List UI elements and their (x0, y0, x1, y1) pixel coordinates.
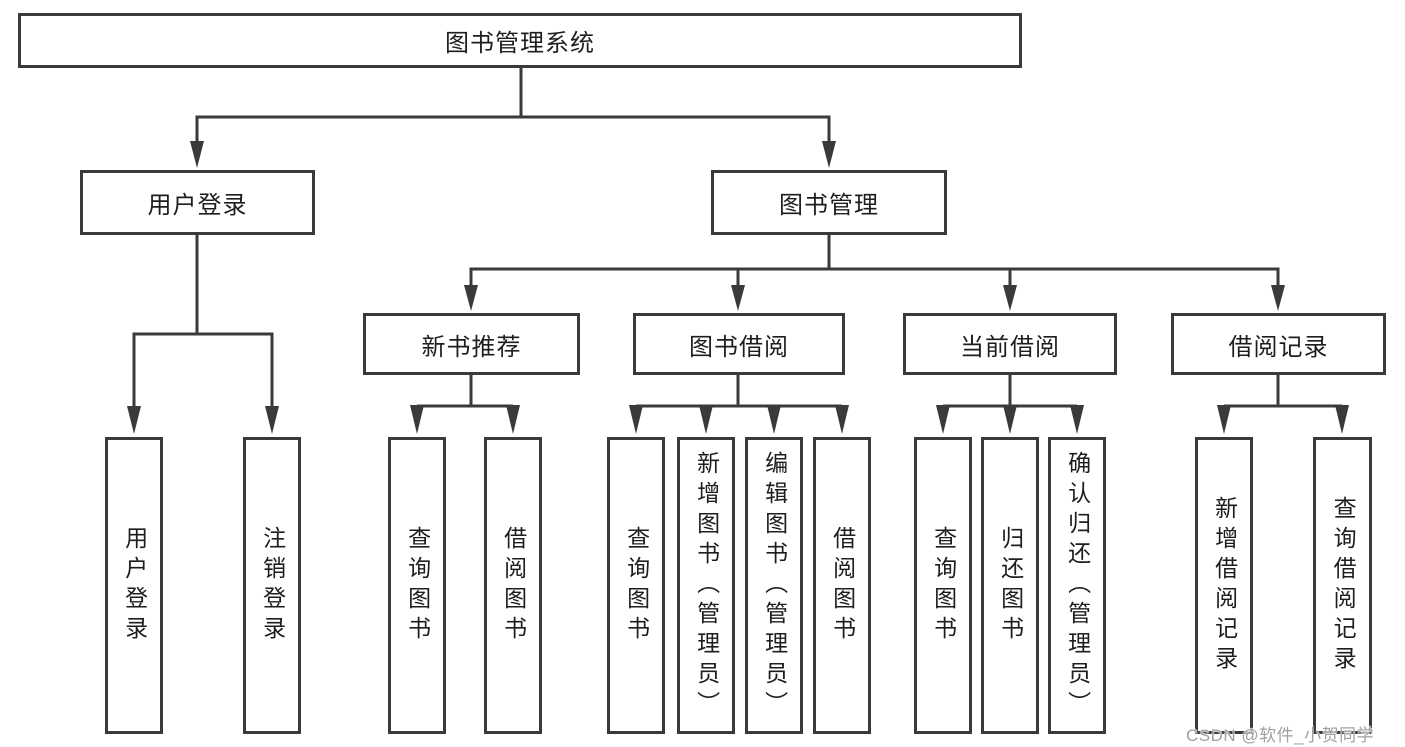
arrowhead-leaf-query-books-current (936, 405, 950, 434)
leaf-label: 注销登录 (259, 525, 286, 646)
leaf-label: 确认归还（管理员） (1064, 450, 1091, 721)
arrowhead-current-borrowing (1003, 285, 1017, 311)
leaf-add-book-admin: 新增图书（管理员） (677, 437, 735, 734)
leaf-edit-book-admin: 编辑图书（管理员） (745, 437, 803, 734)
edge-root-split (195, 115, 831, 144)
arrowhead-book-management (822, 141, 836, 168)
leaf-add-borrow-record: 新增借阅记录 (1195, 437, 1253, 734)
leaf-label: 归还图书 (997, 525, 1024, 646)
leaf-confirm-return-admin: 确认归还（管理员） (1048, 437, 1106, 734)
leaf-label: 用户登录 (121, 525, 148, 646)
arrowhead-leaf-edit-book (767, 405, 781, 434)
arrowhead-leaf-query-record (1335, 405, 1349, 434)
leaf-logout: 注销登录 (243, 437, 301, 734)
leaf-label: 借阅图书 (500, 525, 527, 646)
arrowhead-leaf-user-login (127, 406, 141, 434)
leaf-label: 查询借阅记录 (1330, 495, 1357, 676)
arrowhead-book-borrowing (731, 285, 745, 311)
arrowhead-user-login (190, 141, 204, 168)
arrowhead-leaf-logout (265, 406, 279, 434)
leaf-borrow-books: 借阅图书 (813, 437, 871, 734)
leaf-user-login: 用户登录 (105, 437, 163, 734)
arrowhead-leaf-borrow-books (835, 405, 849, 434)
leaf-label: 新增图书（管理员） (693, 450, 720, 721)
node-label: 图书管理 (779, 192, 879, 219)
leaf-borrow-books-newrec: 借阅图书 (484, 437, 542, 734)
leaf-query-books-current: 查询图书 (914, 437, 972, 734)
node-borrowing-records: 借阅记录 (1171, 313, 1386, 375)
leaf-query-books-borrow: 查询图书 (607, 437, 665, 734)
edge-book-management-split (469, 267, 1280, 287)
arrowhead-leaf-confirm-return (1070, 405, 1084, 434)
leaf-label: 新增借阅记录 (1211, 495, 1238, 676)
leaf-label: 查询图书 (404, 525, 431, 646)
leaf-label: 借阅图书 (829, 525, 856, 646)
node-label: 当前借阅 (960, 333, 1060, 361)
node-label: 图书管理系统 (445, 30, 595, 57)
arrowhead-leaf-query-books-newrec (410, 405, 424, 434)
arrowhead-leaf-add-book (699, 405, 713, 434)
node-book-borrowing: 图书借阅 (633, 313, 845, 375)
node-new-book-recommend: 新书推荐 (363, 313, 580, 375)
leaf-query-books-newrec: 查询图书 (388, 437, 446, 734)
node-current-borrowing: 当前借阅 (903, 313, 1117, 375)
leaf-label: 查询图书 (930, 525, 957, 646)
arrowhead-leaf-add-record (1217, 405, 1231, 434)
arrowhead-borrowing-records (1271, 285, 1285, 311)
node-user-login: 用户登录 (80, 170, 315, 235)
edge-user-login-split (132, 332, 274, 407)
node-label: 借阅记录 (1228, 333, 1329, 361)
arrowhead-new-book-recommend (464, 285, 478, 311)
node-label: 用户登录 (147, 192, 248, 219)
csdn-watermark: CSDN @软件_小贺同学 (1186, 726, 1375, 745)
arrowhead-leaf-borrow-books-newrec (506, 405, 520, 434)
arrowhead-leaf-return-books (1003, 405, 1017, 434)
leaf-query-borrow-record: 查询借阅记录 (1313, 437, 1372, 734)
leaf-return-books: 归还图书 (981, 437, 1039, 734)
leaf-label: 查询图书 (623, 525, 650, 646)
node-label: 新书推荐 (421, 333, 522, 361)
node-book-management: 图书管理 (711, 170, 947, 235)
leaf-label: 编辑图书（管理员） (761, 450, 788, 721)
node-label: 图书借阅 (689, 333, 789, 361)
arrowhead-leaf-query-books-borrow (629, 405, 643, 434)
node-library-management-system: 图书管理系统 (18, 13, 1022, 68)
